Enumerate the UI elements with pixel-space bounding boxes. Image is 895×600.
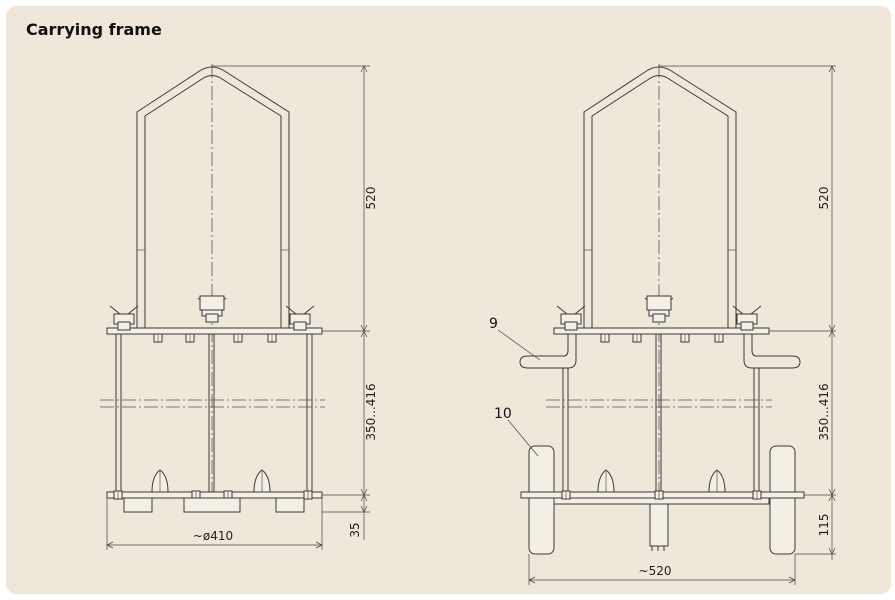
right-dim-height-mid: 350...416 (817, 383, 831, 440)
left-dim-height-bottom: 35 (348, 522, 362, 537)
left-view: 520 350...416 35 ~ø410 (100, 64, 378, 550)
right-wheel-right (769, 445, 796, 555)
figure-title: Carrying frame (26, 20, 162, 39)
left-bottom-plate (106, 491, 323, 499)
right-dim-height-bottom: 115 (817, 514, 831, 537)
right-dim-height-top: 520 (817, 187, 831, 210)
right-dim-width: ~520 (639, 564, 672, 578)
right-view: 9 10 520 350...416 115 ~520 (489, 64, 836, 585)
left-top-plate (106, 327, 323, 335)
left-dim-height-mid: 350...416 (364, 383, 378, 440)
callout-handle: 9 (489, 316, 498, 332)
callout-wheel: 10 (494, 406, 512, 422)
right-side-handle-left (519, 334, 577, 369)
left-dim-width: ~ø410 (193, 529, 233, 543)
right-side-handle-right (743, 334, 801, 369)
right-wheel-left (528, 445, 555, 555)
right-top-plate (553, 327, 770, 335)
left-dim-height-top: 520 (364, 187, 378, 210)
